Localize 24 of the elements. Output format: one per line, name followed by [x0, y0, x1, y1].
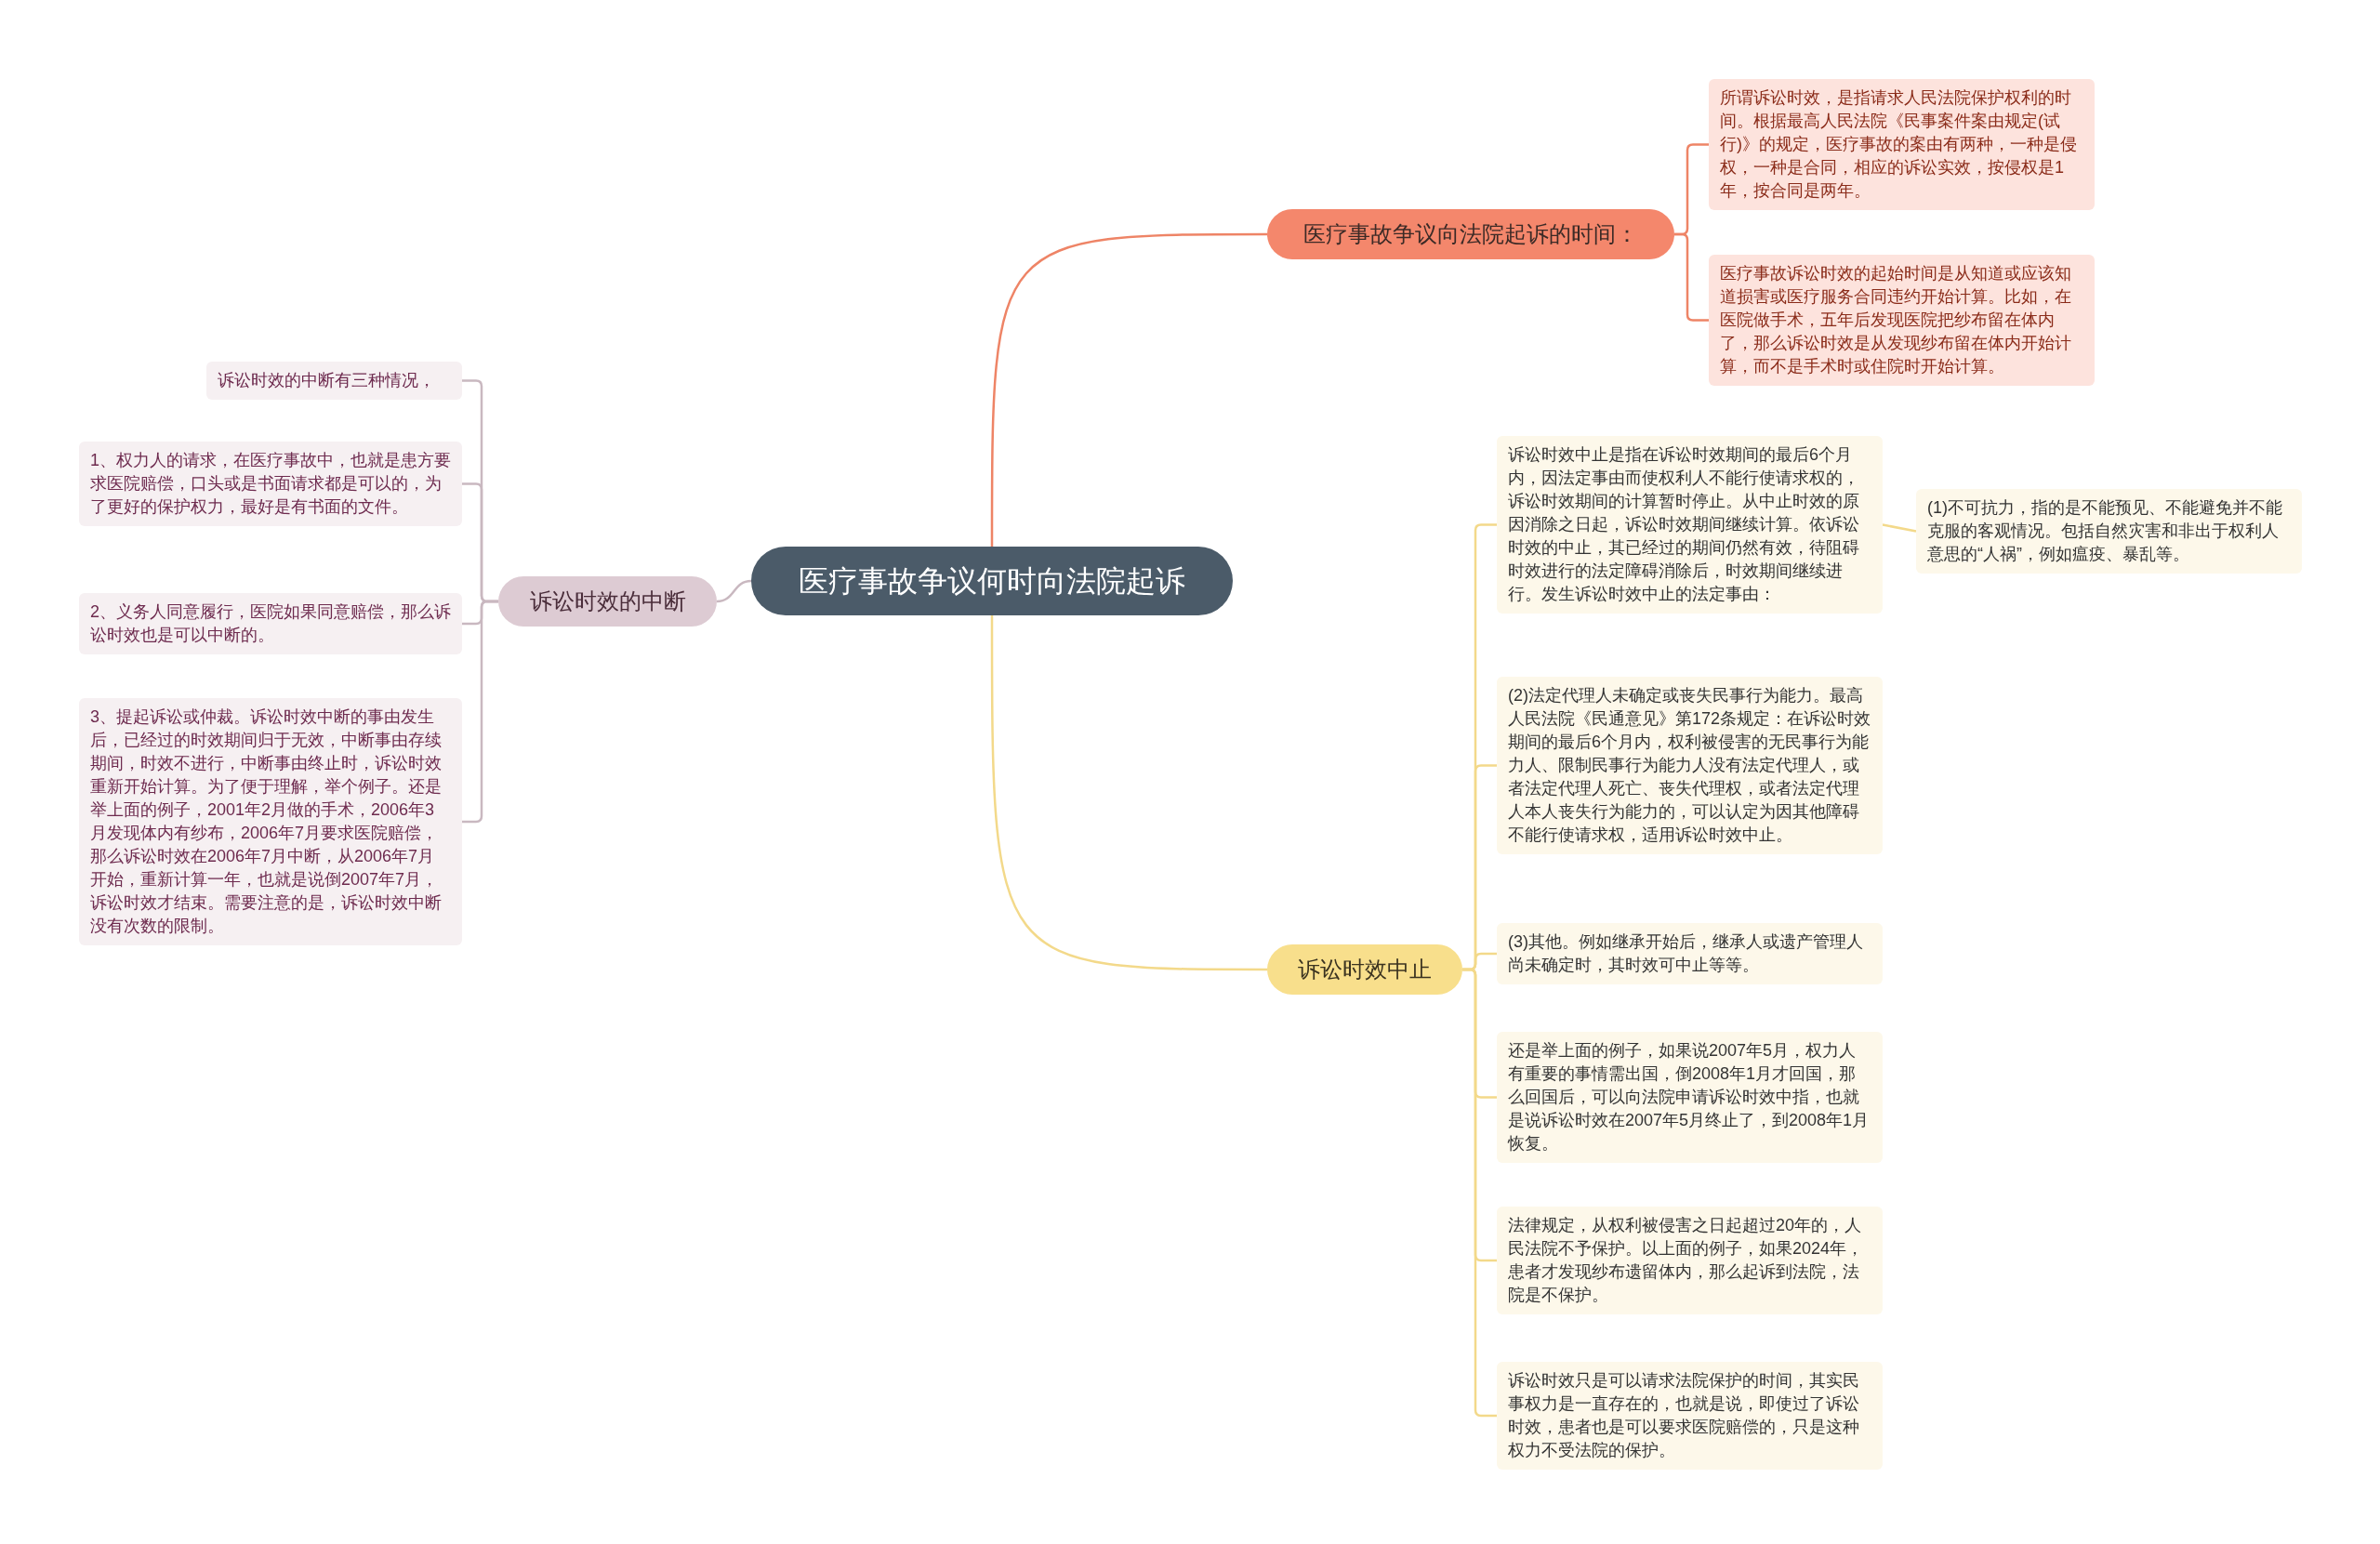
connector-line — [1882, 523, 1917, 533]
branch-topic: 医疗事故争议向法院起诉的时间： — [1267, 209, 1674, 259]
connector-line — [716, 579, 752, 603]
branch-topic: 诉讼时效中止 — [1267, 944, 1462, 995]
branch-topic: 诉讼时效的中断 — [498, 576, 717, 627]
note-card: (2)法定代理人未确定或丧失民事行为能力。最高人民法院《民通意见》第172条规定：在诉讼时效期间的最后6个月内，权利被侵害的无民事行为能力人、限制民事行为能力人没有法定代理人，或者法定代理人死亡、丧失代理权，或者法定代理人本人丧失行为能力的，可以认定为因其他障碍不能行使请求权，适用诉讼时效中止。 — [1497, 677, 1883, 854]
note-card: 2、义务人同意履行，医院如果同意赔偿，那么诉讼时效也是可以中断的。 — [79, 593, 462, 654]
connector-line — [990, 232, 1267, 547]
note-card: 所谓诉讼时效，是指请求人民法院保护权利的时间。根据最高人民法院《民事案件案由规定(试行)》的规定，医疗事故的案由有两种，一种是侵权，一种是合同，相应的诉讼实效，按侵权是1年，按合同是两年。 — [1709, 79, 2095, 210]
note-card: 诉讼时效中止是指在诉讼时效期间的最后6个月内，因法定事由而使权利人不能行使请求权的，诉讼时效期间的计算暂时停止。从中止时效的原因消除之日起，诉讼时效期间继续计算。依诉讼时效的中止，其已经过的期间仍然有效，待阻碍时效进行的法定障碍消除后，时效期间继续进行。发生诉讼时效中止的法定事由： — [1497, 436, 1883, 614]
connector-line — [1674, 232, 1709, 322]
note-card: 1、权力人的请求，在医疗事故中，也就是患方要求医院赔偿，口头或是书面请求都是可以的，为了更好的保护权力，最好是有书面的文件。 — [79, 442, 462, 526]
note-card: 诉讼时效只是可以请求法院保护的时间，其实民事权力是一直存在的，也就是说，即使过了诉讼时效，患者也是可以要求医院赔偿的，只是这种权力不受法院的保护。 — [1497, 1362, 1883, 1470]
note-card: (3)其他。例如继承开始后，继承人或遗产管理人尚未确定时，其时效可中止等等。 — [1497, 923, 1883, 984]
root-topic: 医疗事故争议何时向法院起诉 — [751, 547, 1233, 615]
note-card: 法律规定，从权利被侵害之日起超过20年的，人民法院不予保护。以上面的例子，如果2024年，患者才发现纱布遗留体内，那么起诉到法院，法院是不保护。 — [1497, 1207, 1883, 1314]
connector-line — [990, 615, 1267, 971]
note-card: 医疗事故诉讼时效的起始时间是从知道或应该知道损害或医疗服务合同违约开始计算。比如，在医院做手术，五年后发现医院把纱布留在体内了，那么诉讼时效是从发现纱布留在体内开始计算，而不是手术时或住院时开始计算。 — [1709, 255, 2095, 386]
note-card: 3、提起诉讼或仲裁。诉讼时效中断的事由发生后，已经过的时效期间归于无效，中断事由存续期间，时效不进行，中断事由终止时，诉讼时效重新开始计算。为了便于理解，举个例子。还是举上面的例子，2001年2月做的手术，2006年3月发现体内有纱布，2006年7月要求医院赔偿，那么诉讼时效在2006年7月中断，从2006年7月开始，重新计算一年，也就是说倒2007年7月，诉讼时效才结束。需要注意的是，诉讼时效中断没有次数的限制。 — [79, 698, 462, 945]
note-card: 诉讼时效的中断有三种情况， — [206, 362, 462, 400]
note-card: 还是举上面的例子，如果说2007年5月，权力人有重要的事情需出国，倒2008年1月才回国，那么回国后，可以向法院申请诉讼时效中指，也就是说诉讼时效在2007年5月终止了，到2008年1月恢复。 — [1497, 1032, 1883, 1163]
note-card: (1)不可抗力，指的是不能预见、不能避免并不能克服的客观情况。包括自然灾害和非出于权利人意思的“人祸”，例如瘟疫、暴乱等。 — [1916, 489, 2302, 574]
connector-line — [462, 600, 498, 824]
connector-line — [1462, 968, 1497, 1418]
